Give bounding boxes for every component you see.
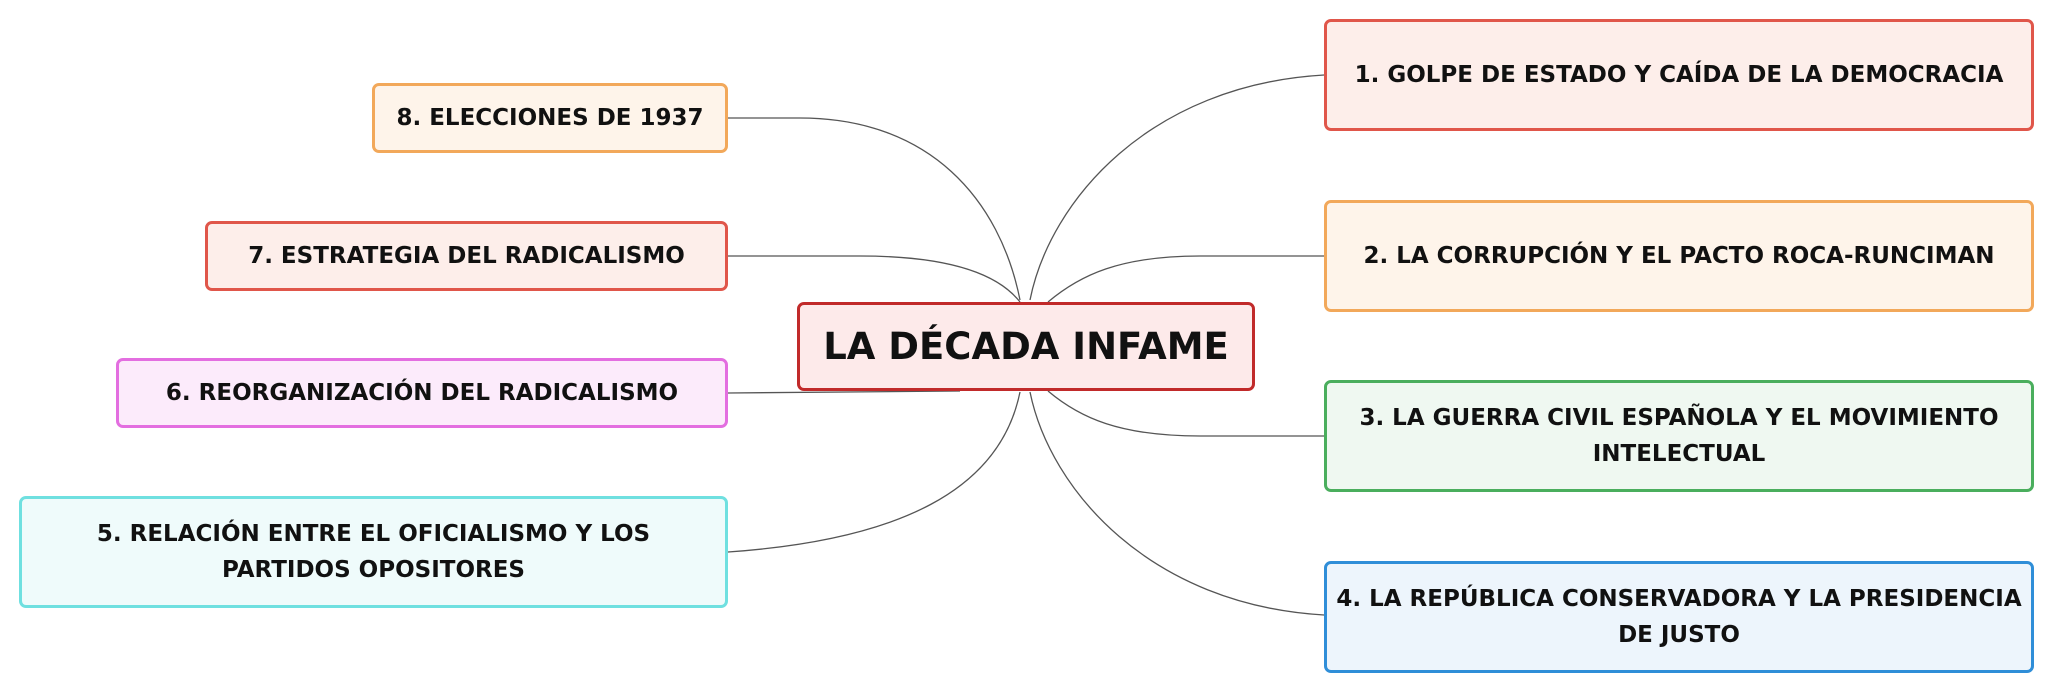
- topic-corrupcion-pacto[interactable]: 2. LA CORRUPCIÓN Y EL PACTO ROCA-RUNCIMA…: [1324, 200, 2034, 312]
- central-topic[interactable]: LA DÉCADA INFAME: [797, 302, 1255, 391]
- topic-label: 6. REORGANIZACIÓN DEL RADICALISMO: [165, 380, 679, 406]
- topic-label: 5. RELACIÓN ENTRE EL OFICIALISMO Y LOS P…: [96, 521, 651, 583]
- central-topic-label: LA DÉCADA INFAME: [823, 325, 1229, 368]
- connector-n6: [727, 390, 961, 394]
- topic-label: 2. LA CORRUPCIÓN Y EL PACTO ROCA-RUNCIMA…: [1363, 243, 1995, 269]
- topic-label: 4. LA REPÚBLICA CONSERVADORA Y LA PRESID…: [1336, 586, 2022, 648]
- connector-n3: [1047, 390, 1324, 437]
- topic-republica-conservadora[interactable]: 4. LA REPÚBLICA CONSERVADORA Y LA PRESID…: [1324, 561, 2034, 673]
- topic-label: 1. GOLPE DE ESTADO Y CAÍDA DE LA DEMOCRA…: [1354, 62, 2004, 88]
- connector-n4: [1029, 391, 1325, 616]
- topic-label: 7. ESTRATEGIA DEL RADICALISMO: [248, 243, 685, 269]
- topic-estrategia-radicalismo[interactable]: 7. ESTRATEGIA DEL RADICALISMO: [205, 221, 728, 291]
- topic-golpe-de-estado[interactable]: 1. GOLPE DE ESTADO Y CAÍDA DE LA DEMOCRA…: [1324, 19, 2034, 131]
- topic-reorganizacion-radicalismo[interactable]: 6. REORGANIZACIÓN DEL RADICALISMO: [116, 358, 728, 428]
- connector-n5: [727, 391, 1021, 553]
- topic-relacion-oficialismo[interactable]: 5. RELACIÓN ENTRE EL OFICIALISMO Y LOS P…: [19, 496, 728, 608]
- connector-n2: [1047, 255, 1324, 303]
- connector-n8: [728, 117, 1021, 301]
- connector-n1: [1029, 74, 1325, 301]
- topic-guerra-civil[interactable]: 3. LA GUERRA CIVIL ESPAÑOLA Y EL MOVIMIE…: [1324, 380, 2034, 492]
- topic-elecciones-1937[interactable]: 8. ELECCIONES DE 1937: [372, 83, 728, 153]
- topic-label: 8. ELECCIONES DE 1937: [396, 105, 704, 131]
- topic-label: 3. LA GUERRA CIVIL ESPAÑOLA Y EL MOVIMIE…: [1359, 405, 1999, 467]
- connector-n7: [728, 255, 1021, 303]
